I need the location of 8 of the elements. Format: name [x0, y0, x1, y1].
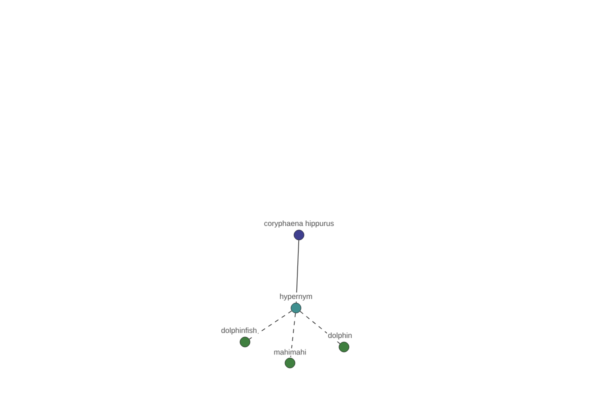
graph-node — [284, 358, 296, 368]
graph-node — [290, 302, 302, 314]
graph-node — [338, 342, 350, 352]
connector-line — [249, 310, 292, 340]
graph-node — [240, 336, 250, 348]
connector-line — [290, 312, 296, 358]
graph-node — [294, 230, 304, 240]
connector-line — [300, 310, 340, 344]
